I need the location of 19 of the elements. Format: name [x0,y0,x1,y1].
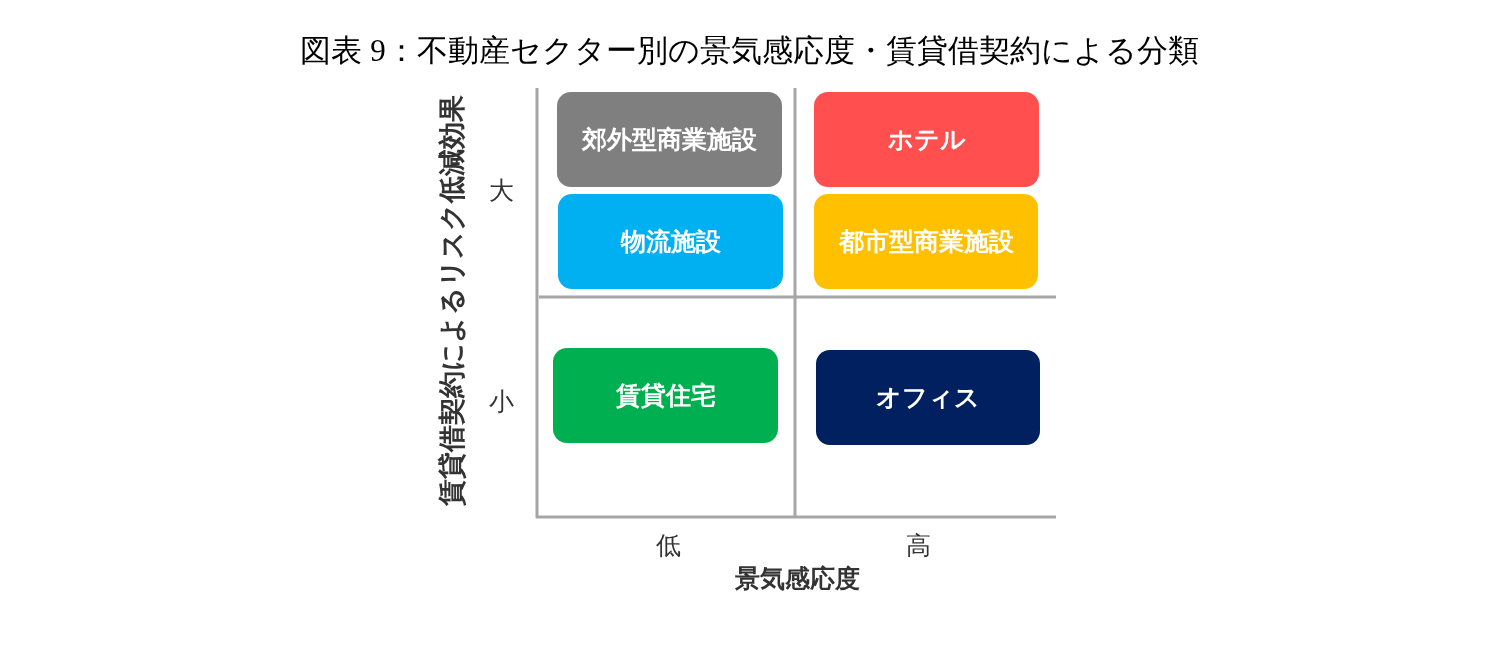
sector-name: 賃貸住宅 [615,380,716,411]
sector-box [814,194,1038,289]
sector-name: 郊外型商業施設 [582,124,757,155]
sector-name: オフィス [876,382,980,413]
sector-name: ホテル [887,124,966,155]
sector-name: 物流施設 [620,226,721,257]
sector-box [558,194,783,289]
axis-tick-label: 高 [905,529,931,561]
sector-box [557,92,782,187]
sector-box [553,348,778,443]
sector-box [814,92,1039,187]
axis-tick-label: 大 [488,174,514,206]
axis-tick-label: 小 [488,385,514,417]
sector-box [816,350,1040,445]
sector-name: 都市型商業施設 [838,226,1014,257]
chart-title: 図表 9：不動産セクター別の景気感応度・賃貸借契約による分類 [299,32,1200,70]
axis-title: 賃貸借契約によるリスク低減効果 [435,94,468,506]
axis-title: 景気感応度 [734,562,860,594]
axis-tick-label: 低 [655,529,681,561]
